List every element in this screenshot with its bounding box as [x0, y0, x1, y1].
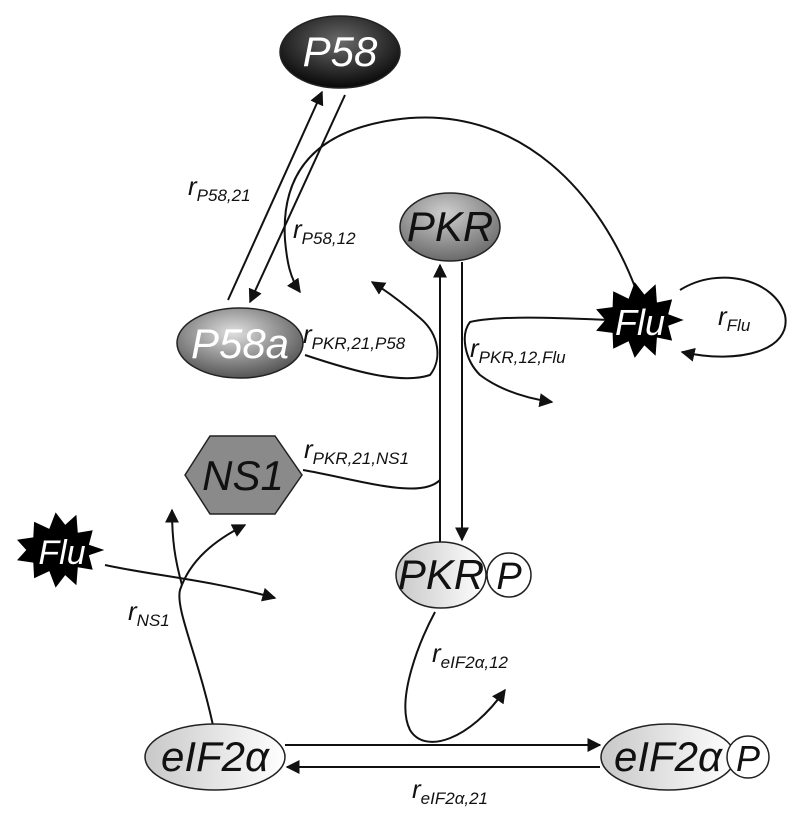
edges — [104, 90, 787, 774]
edge-flu-left-cross — [104, 564, 277, 602]
node-pkr-p-main-label: PKR — [398, 551, 484, 598]
rate-ns1: rNS1 — [128, 596, 170, 630]
node-pkr: PKR — [399, 192, 501, 262]
rate-p58-12: rP58,12 — [293, 214, 356, 248]
node-pkr-p: PKR P — [395, 541, 532, 609]
edge-pkrp-catalysis — [404, 611, 506, 743]
rate-pkr-21-ns1: rPKR,21,NS1 — [304, 434, 409, 468]
edge-ns1-catalysis — [302, 469, 441, 490]
node-eif2a-label: eIF2α — [161, 733, 270, 780]
rate-pkr-12-flu: rPKR,12,Flu — [470, 333, 566, 367]
ns1-hexagon — [184, 435, 303, 515]
flu-right-starburst — [596, 282, 684, 358]
rate-eif2a-12: reIF2α,12 — [432, 638, 509, 672]
node-p58: P58 — [279, 15, 401, 89]
node-flu-right-label: Flu — [615, 302, 665, 343]
node-eif2a-p: eIF2α P — [600, 723, 770, 791]
rate-p58-21: rP58,21 — [188, 171, 251, 205]
edge-eif2a-branch — [165, 508, 183, 586]
edge-p58a-to-p58 — [227, 90, 324, 301]
node-eif2a-p-main-label: eIF2α — [614, 733, 723, 780]
node-flu-right: Flu — [596, 282, 684, 358]
rate-eif2a-21: reIF2α,21 — [412, 774, 488, 808]
node-p58-label: P58 — [303, 28, 378, 75]
node-pkr-label: PKR — [407, 203, 493, 250]
node-pkr-p-tag-label: P — [496, 556, 522, 598]
node-p58a-label: P58a — [191, 320, 289, 367]
flu-left-starburst — [17, 512, 105, 588]
edge-p58a-catalysis — [304, 281, 439, 380]
rate-pkr-21-p58: rPKR,21,P58 — [303, 319, 406, 353]
edge-flu-to-p58-arrow — [283, 116, 639, 296]
node-eif2a-p-tag-label: P — [736, 738, 760, 779]
node-p58a: P58a — [176, 307, 304, 379]
edge-p58-to-p58a — [248, 94, 346, 304]
edge-eif2a-to-ns1 — [178, 524, 247, 736]
node-ns1: NS1 — [184, 435, 303, 515]
node-ns1-label: NS1 — [202, 452, 284, 499]
node-flu-left: Flu — [17, 512, 105, 588]
edge-flu-self-loop — [679, 276, 787, 362]
node-eif2a: eIF2α — [144, 723, 286, 791]
node-flu-left-label: Flu — [38, 534, 85, 572]
edge-flu-catalysis — [463, 316, 611, 408]
rate-flu: rFlu — [718, 301, 751, 335]
